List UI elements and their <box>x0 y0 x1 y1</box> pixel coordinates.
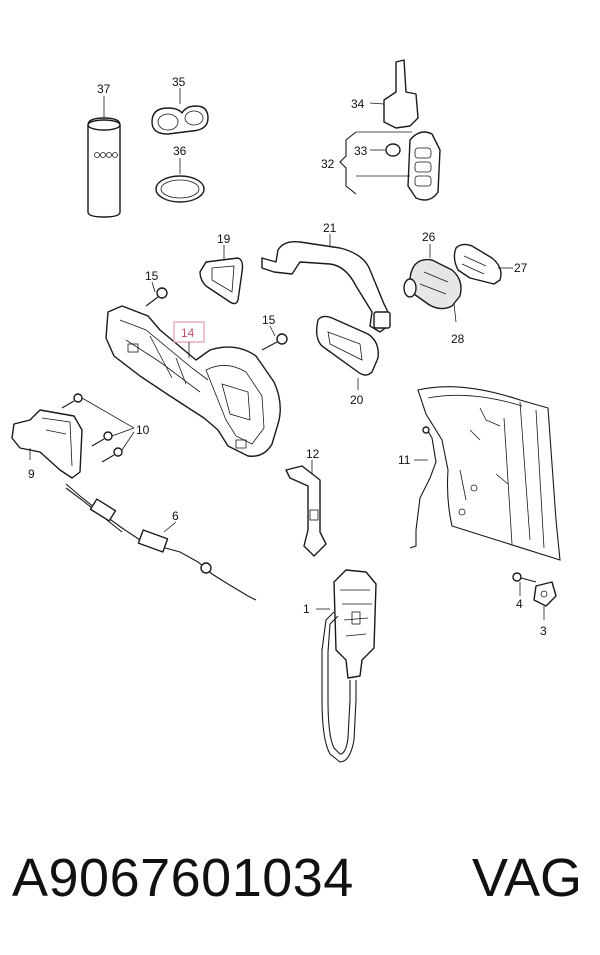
part-27-handle-cap <box>453 243 513 285</box>
part-15-screw-b <box>261 325 288 351</box>
callout-35: 35 <box>172 75 186 89</box>
part-37-spray-can <box>87 96 121 218</box>
callout-12: 12 <box>306 447 320 461</box>
callout-1: 1 <box>303 602 310 616</box>
callout-27: 27 <box>514 261 528 275</box>
part-1-lock-mechanism <box>316 569 377 763</box>
callout-15a: 15 <box>145 269 159 283</box>
part-19-handle-gasket <box>199 245 244 305</box>
part-12-release-lever <box>285 460 327 557</box>
callout-34: 34 <box>351 97 365 111</box>
callout-3: 3 <box>540 624 547 638</box>
part-20-rear-gasket <box>315 315 379 390</box>
part-number: A9067601034 <box>12 848 354 908</box>
callout-32: 32 <box>321 157 335 171</box>
part-6-cable <box>65 483 257 601</box>
callout-15b: 15 <box>262 313 276 327</box>
part-11-rod <box>409 426 437 549</box>
part-26-lock-cylinder <box>403 244 462 323</box>
brand-name: VAG <box>471 848 582 908</box>
callout-19: 19 <box>217 232 231 246</box>
callout-37: 37 <box>97 82 111 96</box>
callout-4: 4 <box>516 597 523 611</box>
callout-11: 11 <box>398 453 411 467</box>
callout-9: 9 <box>28 467 35 481</box>
callout-20: 20 <box>350 393 364 407</box>
callout-21: 21 <box>323 221 337 235</box>
part-36-o-ring <box>155 158 205 203</box>
part-21-exterior-handle <box>261 234 391 333</box>
part-9-bracket <box>11 409 83 479</box>
part-10-screws <box>61 393 135 463</box>
callout-36: 36 <box>173 144 187 158</box>
callout-10: 10 <box>136 423 150 437</box>
part-14-handle-carrier <box>105 305 281 457</box>
door-panel-outline <box>417 386 561 561</box>
part-34-key-blade <box>369 59 419 129</box>
callout-28: 28 <box>451 332 465 346</box>
parts-diagram: 37 35 36 34 32 33 19 <box>11 59 561 763</box>
part-35-gasket <box>151 88 209 135</box>
part-32-key-fob <box>339 131 441 201</box>
callout-14: 14 <box>181 326 195 340</box>
callout-6: 6 <box>172 509 179 523</box>
part-15-screw-a <box>145 281 168 307</box>
callout-33: 33 <box>354 144 368 158</box>
callout-26: 26 <box>422 230 436 244</box>
part-3-4-bolt-plate <box>512 572 557 620</box>
